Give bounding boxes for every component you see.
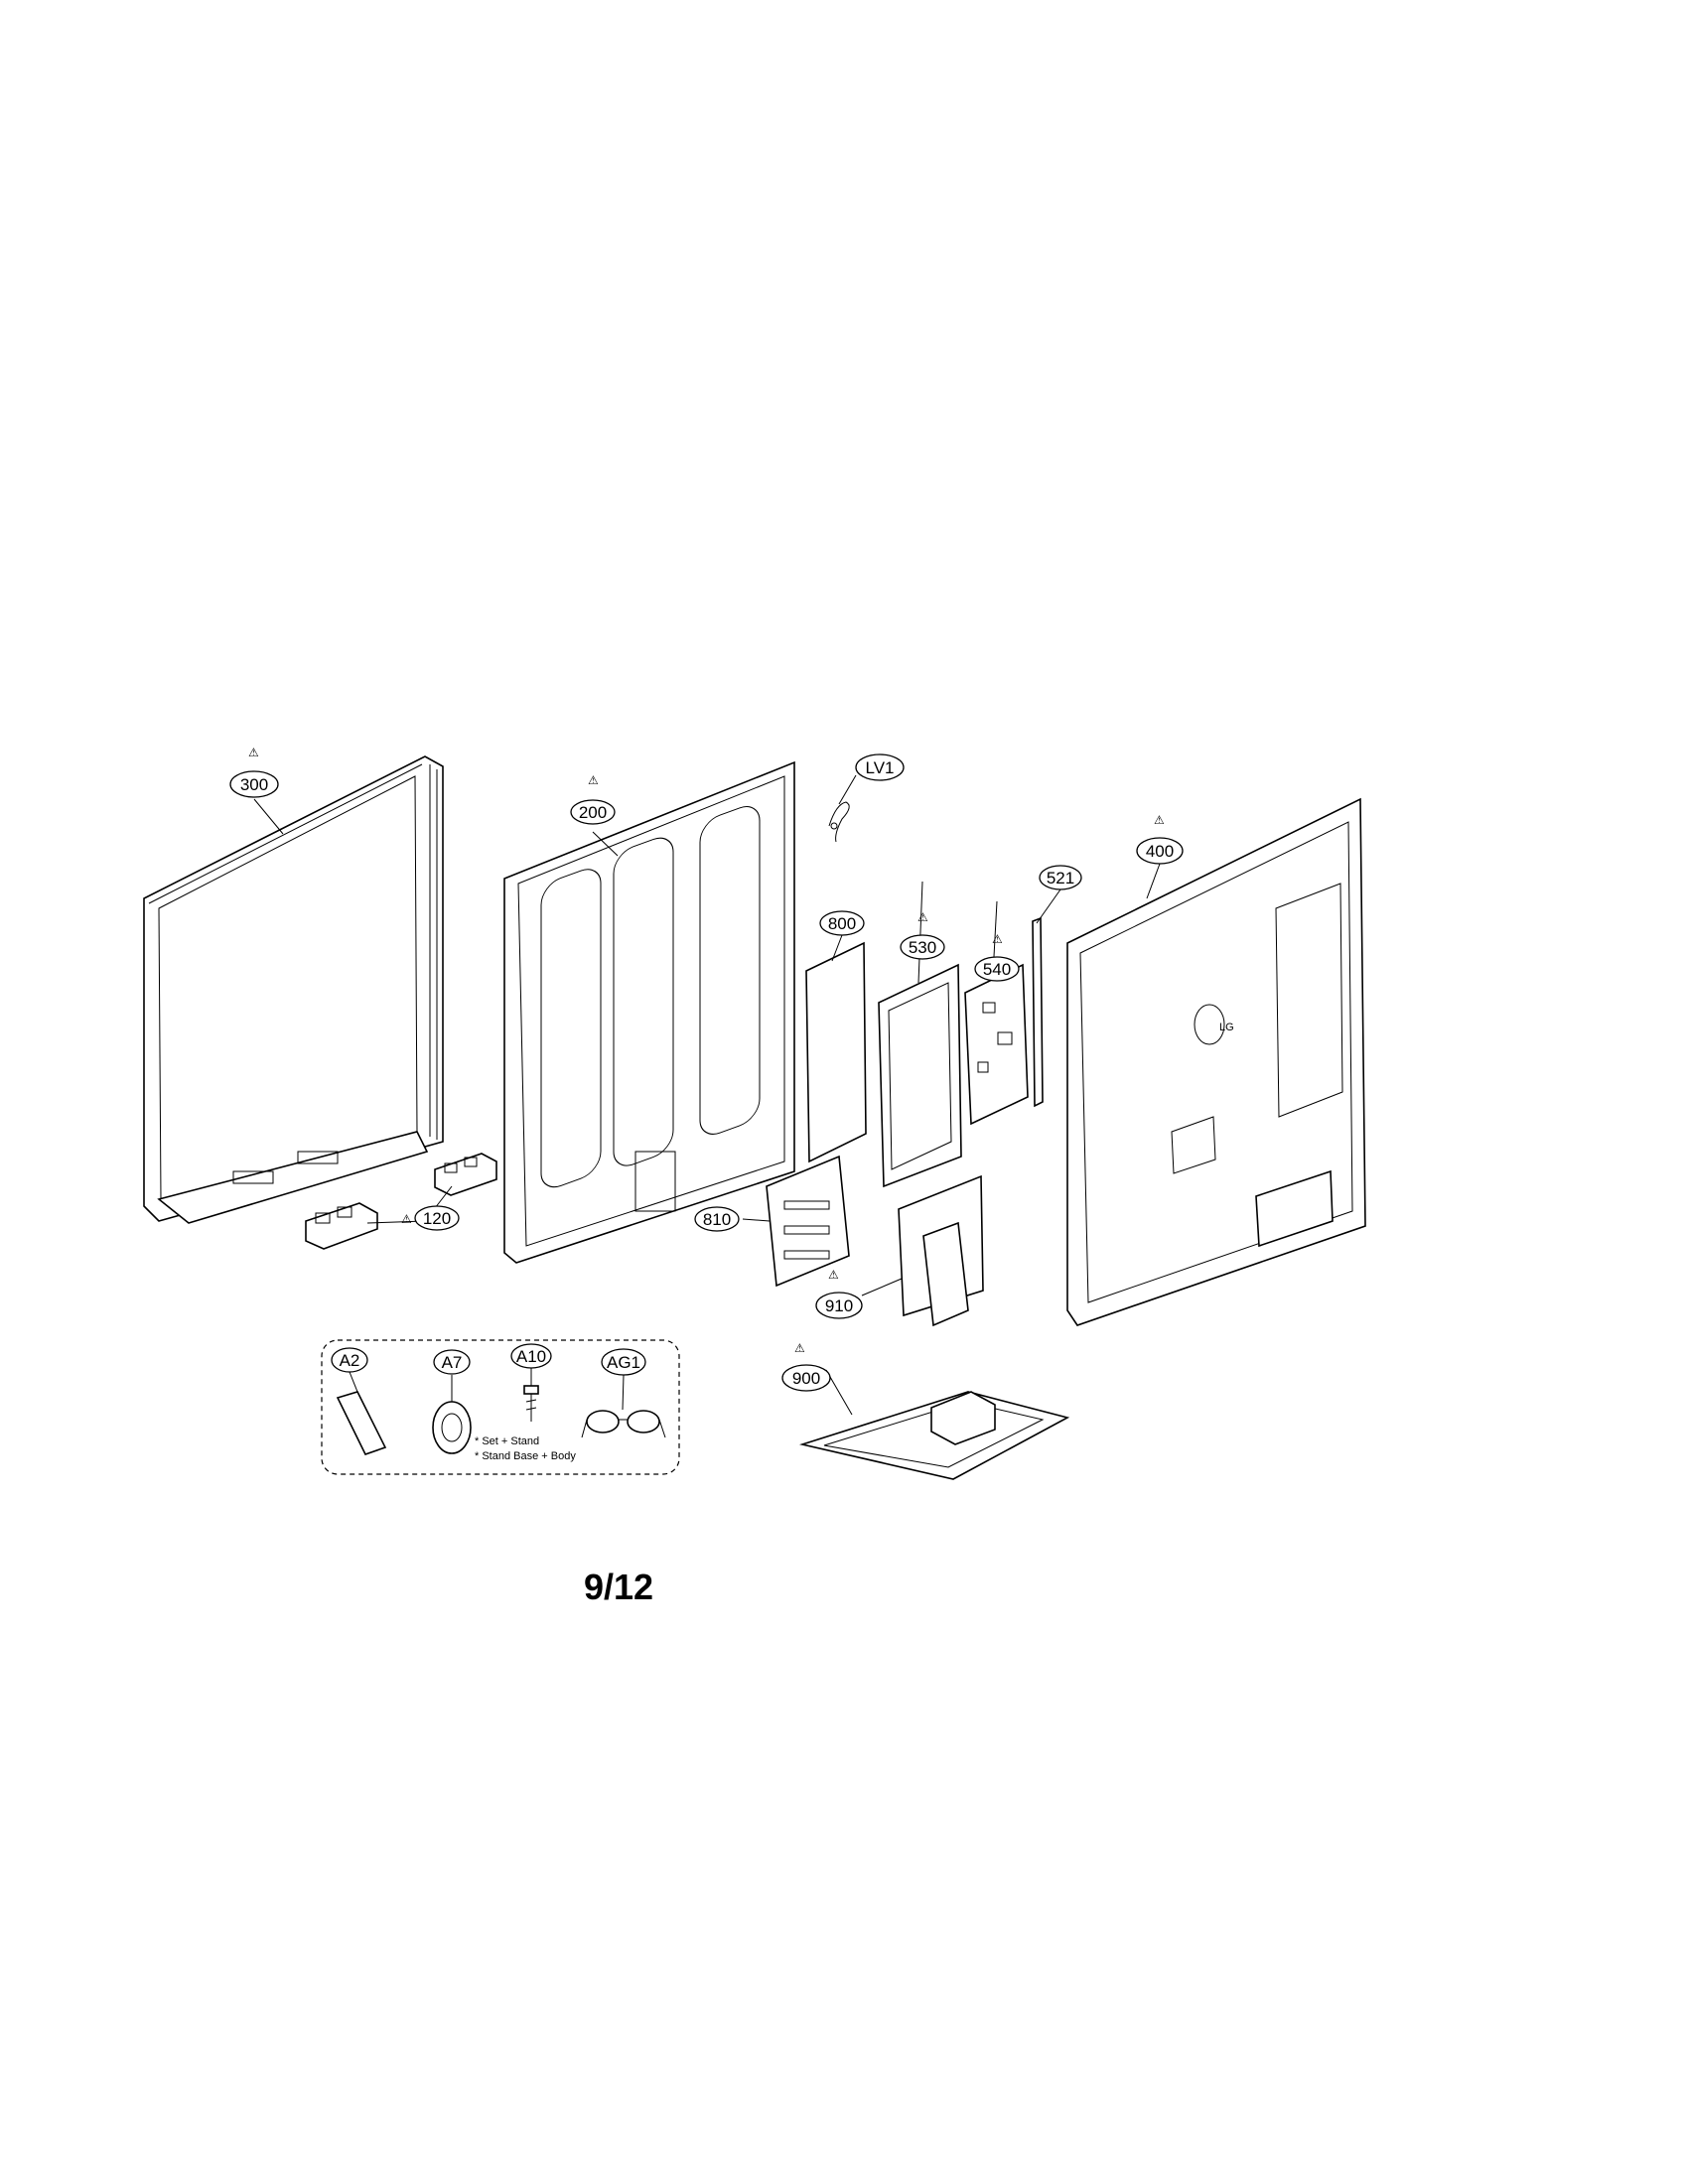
part-LV1-cable: [828, 801, 850, 843]
svg-text:530: 530: [909, 938, 936, 957]
accessory-box: * Set + Stand * Stand Base + Body: [321, 1339, 680, 1475]
callout-521: 521: [1039, 865, 1082, 890]
accessory-note-2: * Stand Base + Body: [475, 1450, 576, 1462]
svg-text:A10: A10: [516, 1347, 546, 1366]
part-530-board: [878, 963, 962, 1188]
callout-120: ⚠ 120: [401, 1205, 460, 1231]
part-540-board: [964, 963, 1029, 1126]
callout-A10: A10: [510, 1343, 552, 1369]
svg-text:200: 200: [579, 803, 607, 822]
part-300-front-bezel: [143, 755, 444, 1224]
svg-text:810: 810: [703, 1210, 731, 1229]
svg-text:900: 900: [792, 1369, 820, 1388]
part-910-stand-neck: [898, 1174, 984, 1327]
callout-910: ⚠ 910: [815, 1268, 863, 1319]
svg-text:A7: A7: [442, 1353, 463, 1372]
callout-A7: A7: [433, 1349, 471, 1375]
lg-logo-text: LG: [1219, 1022, 1234, 1033]
callout-810: 810: [694, 1206, 740, 1232]
callout-LV1: LV1: [855, 753, 905, 781]
svg-text:⚠: ⚠: [1154, 813, 1165, 827]
callout-300: ⚠ 300: [229, 746, 279, 798]
svg-text:400: 400: [1146, 842, 1174, 861]
part-200-rear-frame: [503, 760, 795, 1264]
svg-text:⚠: ⚠: [794, 1341, 805, 1355]
callout-800: 800: [819, 910, 865, 936]
part-A10-screw-icon: [523, 1385, 539, 1422]
callout-540: ⚠ 540: [974, 932, 1020, 982]
svg-text:⚠: ⚠: [248, 746, 259, 759]
part-810-bracket: [766, 1155, 850, 1288]
callout-AG1: AG1: [601, 1348, 646, 1376]
svg-text:⚠: ⚠: [917, 910, 928, 924]
svg-text:⚠: ⚠: [401, 1212, 412, 1226]
part-120-speakers: [305, 1153, 497, 1250]
part-A7-icon: [432, 1401, 472, 1454]
svg-text:⚠: ⚠: [828, 1268, 839, 1282]
part-400-back-cover: LG: [1066, 797, 1366, 1326]
svg-text:540: 540: [983, 960, 1011, 979]
svg-text:910: 910: [825, 1297, 853, 1315]
svg-text:⚠: ⚠: [992, 932, 1003, 946]
svg-text:521: 521: [1047, 869, 1074, 887]
part-800-sheet: [805, 941, 867, 1163]
callout-530: ⚠ 530: [900, 910, 945, 960]
accessory-note-1: * Set + Stand: [475, 1435, 539, 1447]
svg-text:300: 300: [240, 775, 268, 794]
callout-900: ⚠ 900: [781, 1341, 831, 1392]
svg-text:120: 120: [423, 1209, 451, 1228]
callout-400: ⚠ 400: [1136, 813, 1184, 865]
part-900-stand-base: [798, 1391, 1070, 1480]
part-A2-icon: [336, 1391, 387, 1455]
svg-text:800: 800: [828, 914, 856, 933]
page-number: 9/12: [584, 1567, 654, 1607]
svg-text:AG1: AG1: [607, 1353, 640, 1372]
svg-text:⚠: ⚠: [588, 773, 599, 787]
part-AG1-glasses-icon: [581, 1410, 666, 1438]
callout-200: ⚠ 200: [570, 773, 616, 825]
part-521-strip: [1032, 916, 1044, 1108]
callout-A2: A2: [331, 1347, 368, 1373]
svg-text:A2: A2: [340, 1351, 360, 1370]
svg-text:LV1: LV1: [866, 758, 895, 777]
